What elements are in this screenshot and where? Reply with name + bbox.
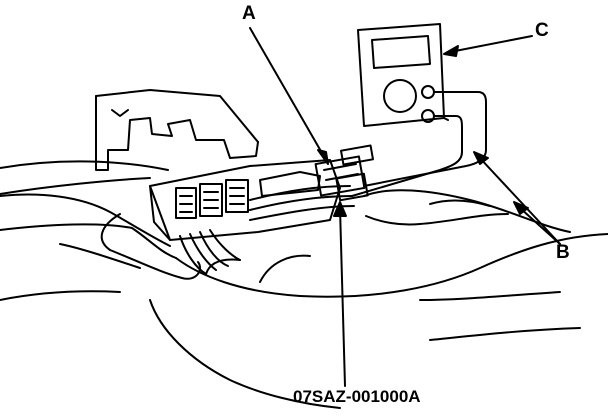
callout-label-a: A — [242, 3, 256, 24]
dashboard-outline — [0, 89, 259, 301]
probe-leads — [351, 91, 487, 197]
control-unit — [149, 159, 341, 241]
test-harness-connector — [314, 144, 374, 202]
callout-label-b: B — [556, 242, 570, 263]
floor-contour — [149, 233, 608, 409]
wiring-harness — [179, 185, 355, 275]
multimeter — [357, 23, 449, 127]
left-hand — [0, 193, 201, 280]
tool-part-number-label: 07SAZ-001000A — [293, 387, 421, 406]
callout-label-c: C — [535, 20, 549, 41]
leader-lines — [249, 27, 561, 387]
